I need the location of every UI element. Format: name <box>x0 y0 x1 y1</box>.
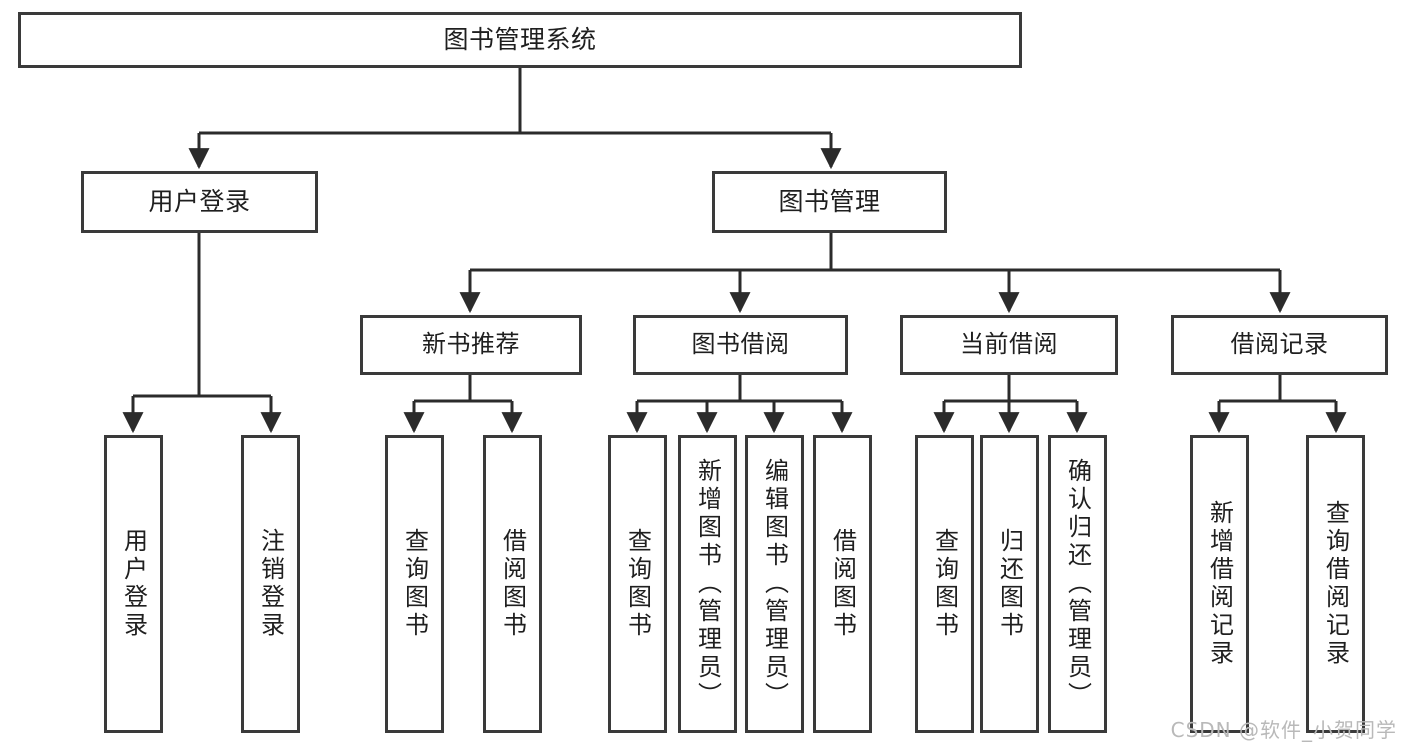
node-label: 图书借阅 <box>691 330 790 359</box>
leaf-user-login-signin[interactable]: 用户登录 <box>104 435 163 733</box>
leaf-borrow-edit-book-admin[interactable]: 编辑图书（管理员） <box>745 435 804 733</box>
node-label: 查询图书 <box>400 528 429 640</box>
leaf-user-login-signout[interactable]: 注销登录 <box>241 435 300 733</box>
node-label: 查询图书 <box>623 528 652 640</box>
node-label: 编辑图书（管理员） <box>760 458 789 710</box>
node-label: 用户登录 <box>148 186 251 216</box>
node-book-management[interactable]: 图书管理 <box>712 171 947 233</box>
node-borrow-records[interactable]: 借阅记录 <box>1171 315 1388 375</box>
leaf-new-book-query[interactable]: 查询图书 <box>385 435 444 733</box>
node-label: 用户登录 <box>119 528 148 640</box>
node-label: 注销登录 <box>256 528 285 640</box>
leaf-current-confirm-return-admin[interactable]: 确认归还（管理员） <box>1048 435 1107 733</box>
leaf-record-query-borrow-record[interactable]: 查询借阅记录 <box>1306 435 1365 733</box>
node-new-book-recommendation[interactable]: 新书推荐 <box>360 315 582 375</box>
leaf-borrow-add-book-admin[interactable]: 新增图书（管理员） <box>678 435 737 733</box>
leaf-current-query-book[interactable]: 查询图书 <box>915 435 974 733</box>
node-label: 查询图书 <box>930 528 959 640</box>
leaf-current-return-book[interactable]: 归还图书 <box>980 435 1039 733</box>
node-label: 新书推荐 <box>422 330 520 359</box>
node-current-borrowing[interactable]: 当前借阅 <box>900 315 1118 375</box>
node-label: 借阅图书 <box>828 528 857 640</box>
node-label: 图书管理 <box>778 186 881 216</box>
node-label: 确认归还（管理员） <box>1063 458 1092 710</box>
leaf-new-book-borrow[interactable]: 借阅图书 <box>483 435 542 733</box>
node-label: 新增图书（管理员） <box>693 458 722 710</box>
node-label: 借阅图书 <box>498 528 527 640</box>
leaf-borrow-borrow-book[interactable]: 借阅图书 <box>813 435 872 733</box>
watermark-text: CSDN @软件_小贺同学 <box>1170 718 1397 742</box>
node-label: 当前借阅 <box>960 330 1058 359</box>
leaf-record-add-borrow-record[interactable]: 新增借阅记录 <box>1190 435 1249 733</box>
leaf-borrow-query-book[interactable]: 查询图书 <box>608 435 667 733</box>
node-book-borrowing[interactable]: 图书借阅 <box>633 315 848 375</box>
node-label: 借阅记录 <box>1230 330 1329 359</box>
node-label: 归还图书 <box>995 528 1024 640</box>
node-label: 查询借阅记录 <box>1321 500 1350 668</box>
node-user-login[interactable]: 用户登录 <box>81 171 318 233</box>
node-label: 图书管理系统 <box>443 24 597 54</box>
node-root-book-management-system[interactable]: 图书管理系统 <box>18 12 1022 68</box>
node-label: 新增借阅记录 <box>1205 500 1234 668</box>
